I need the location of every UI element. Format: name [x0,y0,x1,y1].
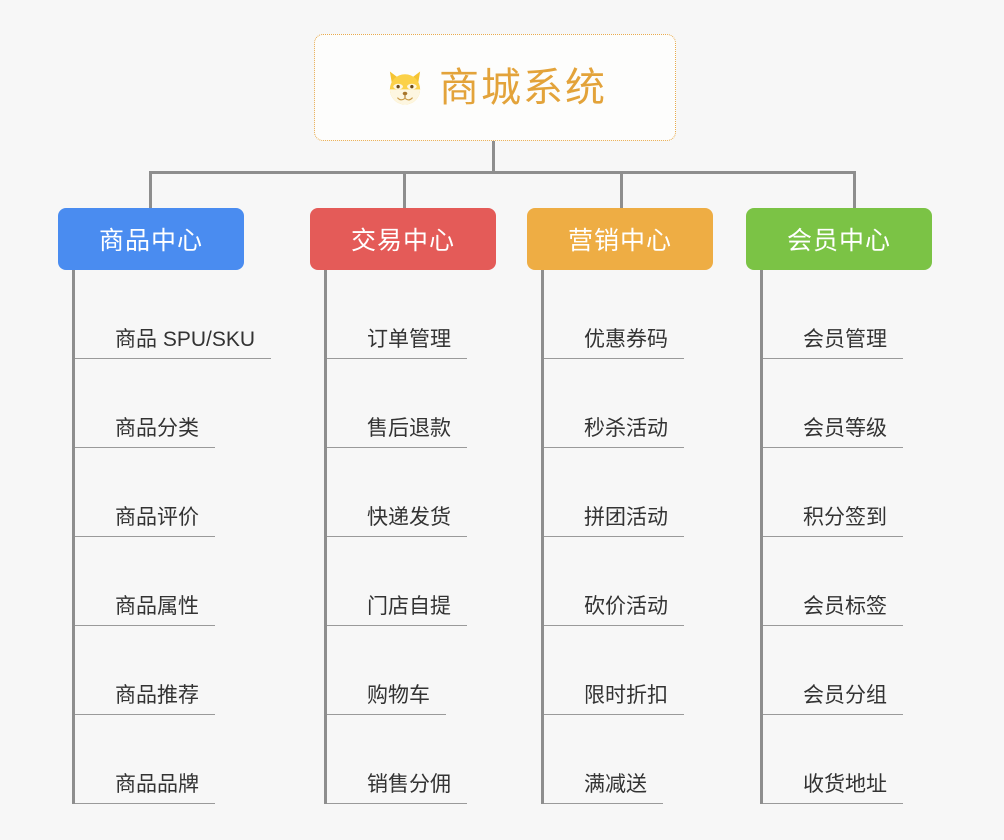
leaf-item[interactable]: 优惠券码 [544,270,759,359]
leaf-item[interactable]: 收货地址 [763,715,986,804]
leaf-item-label: 购物车 [367,684,430,707]
leaf-underline [763,803,903,804]
category-column: 交易中心订单管理售后退款快递发货门店自提购物车销售分佣 [310,208,542,804]
leaf-item-label: 商品 SPU/SKU [115,328,256,351]
category-header-label: 营销中心 [567,227,672,255]
category-header[interactable]: 营销中心 [527,208,713,270]
leaf-item-label: 快递发货 [367,506,451,529]
category-header-label: 会员中心 [786,227,891,255]
leaf-list: 会员管理会员等级积分签到会员标签会员分组收货地址 [760,270,986,804]
leaf-item[interactable]: 门店自提 [327,537,542,626]
leaf-underline [327,625,467,626]
root-node[interactable]: 商城系统 [314,34,676,141]
leaf-item-label: 会员分组 [803,684,887,707]
leaf-item-label: 订单管理 [367,328,451,351]
leaf-item-label: 会员标签 [803,595,887,618]
category-header-label: 商品中心 [98,227,203,255]
category-header-label: 交易中心 [350,227,455,255]
leaf-item-label: 限时折扣 [584,684,668,707]
leaf-item-label: 收货地址 [803,773,887,796]
leaf-underline [75,714,215,715]
leaf-underline [763,358,903,359]
leaf-underline [544,358,684,359]
leaf-item-label: 商品属性 [115,595,199,618]
leaf-list: 订单管理售后退款快递发货门店自提购物车销售分佣 [324,270,542,804]
leaf-underline [75,625,215,626]
leaf-underline [75,358,271,359]
leaf-item[interactable]: 砍价活动 [544,537,759,626]
category-column: 会员中心会员管理会员等级积分签到会员标签会员分组收货地址 [746,208,986,804]
leaf-item-label: 会员等级 [803,417,887,440]
leaf-item[interactable]: 秒杀活动 [544,359,759,448]
leaf-item-label: 商品分类 [115,417,199,440]
leaf-item[interactable]: 拼团活动 [544,448,759,537]
connector-drop-营销中心 [620,173,623,210]
leaf-underline [327,447,467,448]
leaf-item-label: 商品推荐 [115,684,199,707]
leaf-list: 优惠券码秒杀活动拼团活动砍价活动限时折扣满减送 [541,270,759,804]
leaf-item[interactable]: 会员管理 [763,270,986,359]
category-header[interactable]: 会员中心 [746,208,932,270]
leaf-underline [763,536,903,537]
connector-bus-horizontal [149,171,856,174]
leaf-underline [544,803,663,804]
connector-drop-交易中心 [403,173,406,210]
category-header[interactable]: 商品中心 [58,208,244,270]
leaf-underline [763,714,903,715]
category-column: 营销中心优惠券码秒杀活动拼团活动砍价活动限时折扣满减送 [527,208,759,804]
leaf-underline [763,447,903,448]
leaf-item-label: 商品评价 [115,506,199,529]
leaf-item-label: 商品品牌 [115,773,199,796]
leaf-item[interactable]: 购物车 [327,626,542,715]
leaf-item-label: 秒杀活动 [584,417,668,440]
shiba-dog-face-icon [383,66,427,110]
leaf-item-label: 拼团活动 [584,506,668,529]
leaf-item-label: 砍价活动 [584,595,668,618]
leaf-item[interactable]: 商品品牌 [75,715,298,804]
leaf-item[interactable]: 订单管理 [327,270,542,359]
leaf-item[interactable]: 会员标签 [763,537,986,626]
leaf-underline [544,536,684,537]
leaf-item-label: 积分签到 [803,506,887,529]
category-header[interactable]: 交易中心 [310,208,496,270]
leaf-item[interactable]: 会员等级 [763,359,986,448]
leaf-item[interactable]: 商品分类 [75,359,298,448]
leaf-item[interactable]: 快递发货 [327,448,542,537]
leaf-underline [327,714,446,715]
leaf-underline [75,803,215,804]
connector-drop-商品中心 [149,173,152,210]
connector-drop-会员中心 [853,173,856,210]
leaf-item[interactable]: 商品评价 [75,448,298,537]
leaf-underline [544,625,684,626]
connector-trunk-vertical [492,141,495,173]
leaf-item[interactable]: 积分签到 [763,448,986,537]
leaf-item[interactable]: 限时折扣 [544,626,759,715]
leaf-item-label: 售后退款 [367,417,451,440]
leaf-item[interactable]: 满减送 [544,715,759,804]
leaf-list: 商品 SPU/SKU 商品分类商品评价商品属性商品推荐商品品牌 [72,270,298,804]
leaf-item[interactable]: 商品推荐 [75,626,298,715]
leaf-item[interactable]: 会员分组 [763,626,986,715]
leaf-underline [544,447,684,448]
leaf-underline [75,447,215,448]
leaf-underline [544,714,684,715]
leaf-underline [327,803,467,804]
leaf-item-label: 门店自提 [367,595,451,618]
leaf-underline [327,536,467,537]
leaf-item[interactable]: 商品 SPU/SKU [75,270,298,359]
leaf-underline [75,536,215,537]
leaf-item[interactable]: 商品属性 [75,537,298,626]
leaf-item-label: 满减送 [584,773,647,796]
root-title: 商城系统 [439,65,607,110]
leaf-item[interactable]: 销售分佣 [327,715,542,804]
leaf-item-label: 优惠券码 [584,328,668,351]
leaf-underline [327,358,467,359]
leaf-item-label: 会员管理 [803,328,887,351]
leaf-underline [763,625,903,626]
leaf-item[interactable]: 售后退款 [327,359,542,448]
leaf-item-label: 销售分佣 [367,773,451,796]
category-column: 商品中心商品 SPU/SKU 商品分类商品评价商品属性商品推荐商品品牌 [58,208,298,804]
